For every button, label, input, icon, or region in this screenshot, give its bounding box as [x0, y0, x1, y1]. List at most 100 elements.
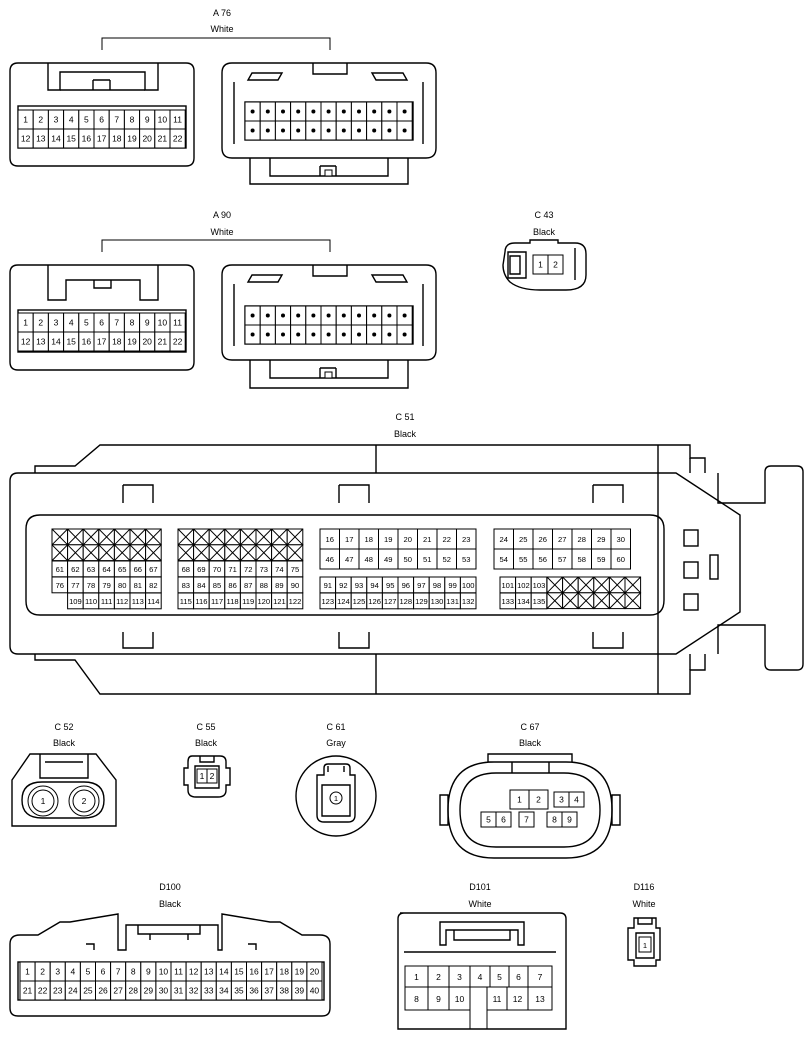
- blank-pin-cross: [240, 528, 257, 546]
- pin-number: 20: [310, 967, 320, 977]
- blank-pin-cross: [208, 528, 226, 546]
- pin-number: 46: [326, 555, 334, 564]
- pin-number: 27: [113, 986, 123, 996]
- pin-number: 9: [145, 115, 150, 125]
- blank-pin-cross: [255, 528, 272, 546]
- terminal-dot: [372, 109, 377, 114]
- terminal-dot: [372, 128, 377, 133]
- pin-number: 77: [71, 581, 79, 590]
- pin-number: 64: [102, 565, 110, 574]
- connector-c52-name: C 52: [54, 722, 73, 732]
- connector-a90-bracket: [101, 239, 331, 252]
- terminal-dot: [357, 313, 361, 318]
- pin-cell: [568, 791, 585, 808]
- terminal-dot: [326, 332, 331, 337]
- blank-pin-cross: [562, 592, 579, 609]
- terminal-dot: [311, 109, 316, 114]
- pin-number: 18: [365, 535, 373, 544]
- pin-number: 12: [21, 337, 31, 347]
- pin-number: 51: [423, 555, 431, 564]
- connector-a90-color: White: [210, 227, 233, 237]
- pin-number: 62: [71, 565, 79, 574]
- pin-number: 1: [23, 318, 28, 328]
- pin-number: 1: [643, 941, 647, 950]
- pin-number: 91: [324, 581, 332, 590]
- terminal-dot: [357, 128, 361, 133]
- blank-pin-cross: [208, 544, 226, 561]
- blank-pin-cross: [286, 528, 304, 546]
- pin-number: 1: [538, 260, 543, 270]
- pin-number: 5: [84, 318, 89, 328]
- blank-pin-cross: [224, 528, 241, 546]
- connector-c61: C 61 Gray 1: [295, 722, 377, 837]
- blank-pin-cross: [609, 592, 626, 609]
- pin-number: 76: [56, 581, 64, 590]
- pin-number: 16: [326, 535, 334, 544]
- pin-number: 53: [462, 555, 470, 564]
- pin-ring: [72, 789, 96, 813]
- pin-number: 3: [457, 972, 462, 982]
- pin-number: 24: [500, 535, 508, 544]
- pin-number: 99: [448, 581, 456, 590]
- blank-pin-cross: [546, 592, 563, 609]
- pin-number: 28: [578, 535, 586, 544]
- pin-number: 7: [524, 815, 529, 825]
- pin-number: 24: [68, 986, 78, 996]
- terminal-dot: [326, 109, 331, 114]
- pin-number: 134: [517, 597, 530, 606]
- blank-pin-cross: [577, 576, 595, 594]
- pin-number: 87: [244, 581, 252, 590]
- pin-number: 18: [112, 337, 122, 347]
- connector-c51-name: C 51: [395, 412, 414, 422]
- pin-number: 125: [353, 597, 366, 606]
- pin-cell: [169, 331, 186, 352]
- terminal-dot: [341, 313, 346, 318]
- blank-pin-cross: [193, 544, 210, 561]
- blank-pin-cross: [114, 544, 131, 561]
- pin-number: 63: [87, 565, 95, 574]
- pin-number: 2: [38, 318, 43, 328]
- blank-pin-cross: [546, 576, 563, 594]
- pin-number: 12: [189, 967, 199, 977]
- pin-number: 1: [41, 796, 46, 806]
- pin-cell: [206, 768, 218, 784]
- connector-d116: D116 White 1: [627, 882, 661, 967]
- terminal-dot: [326, 128, 331, 133]
- pin-number: 8: [552, 815, 557, 825]
- pin-number: 3: [559, 795, 564, 805]
- pin-number: 90: [291, 581, 299, 590]
- pin-number: 21: [23, 986, 33, 996]
- pin-number: 4: [69, 318, 74, 328]
- pin-number: 100: [462, 581, 475, 590]
- pin-number: 120: [257, 597, 270, 606]
- pin-number: 15: [66, 337, 76, 347]
- blank-pin-cross: [255, 544, 272, 561]
- connector-d100-name: D100: [159, 882, 181, 892]
- pin-number: 2: [553, 260, 558, 270]
- pin-number: 133: [501, 597, 514, 606]
- pin-number: 48: [365, 555, 373, 564]
- pin-number: 98: [433, 581, 441, 590]
- pin-number: 30: [617, 535, 625, 544]
- terminal-dot: [265, 128, 270, 133]
- blank-pin-cross: [82, 528, 100, 546]
- pin-number: 88: [260, 581, 268, 590]
- pin-number: 102: [517, 581, 530, 590]
- pin-cell: [286, 592, 304, 610]
- pin-number: 109: [69, 597, 82, 606]
- pin-number: 73: [260, 565, 268, 574]
- pin-number: 128: [399, 597, 412, 606]
- pin-number: 10: [158, 115, 168, 125]
- terminal-dot: [250, 109, 255, 114]
- pin-number: 126: [368, 597, 381, 606]
- pin-number: 65: [118, 565, 126, 574]
- pin-number: 18: [112, 134, 122, 144]
- pin-number: 7: [114, 115, 119, 125]
- blank-pin-cross: [240, 544, 257, 561]
- blank-pin-cross: [51, 528, 68, 546]
- terminal-dot: [311, 313, 316, 318]
